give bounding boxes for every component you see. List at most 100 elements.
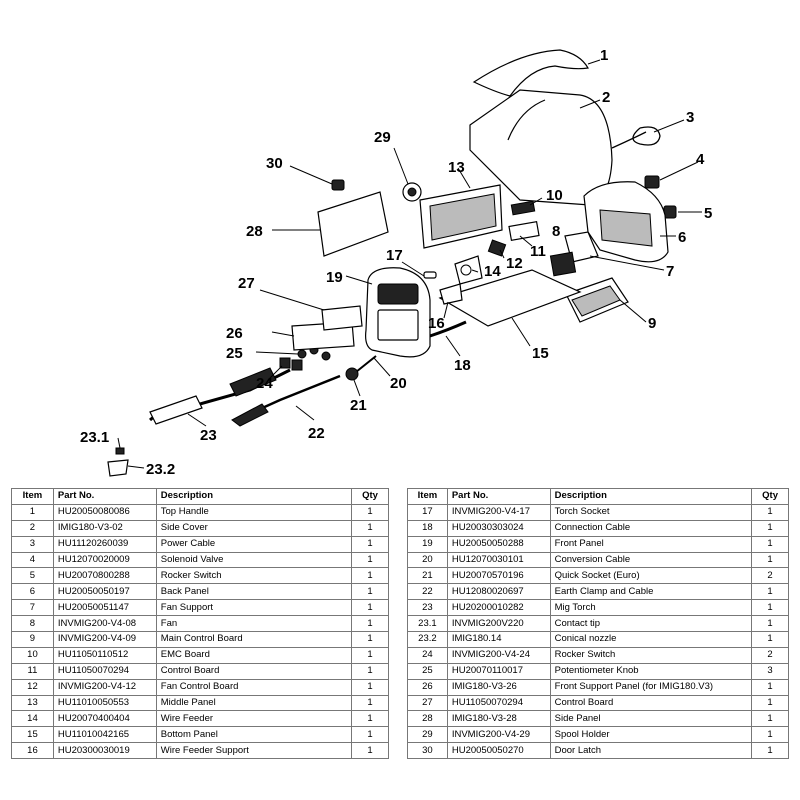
cell-item: 7 — [11, 599, 54, 617]
cell-item: 14 — [11, 710, 54, 728]
cell-description: Earth Clamp and Cable — [549, 583, 753, 601]
cell-qty: 1 — [351, 519, 389, 537]
cell-description: Control Board — [549, 694, 753, 712]
cell-part-no: HU20050080086 — [52, 503, 157, 521]
callout-11: 11 — [530, 243, 546, 260]
cell-description: Solenoid Valve — [155, 551, 353, 569]
cell-item: 16 — [11, 742, 54, 760]
callout-23-2: 23.2 — [146, 461, 175, 478]
cell-part-no: HU20070400404 — [52, 710, 157, 728]
header-description: Description — [549, 488, 753, 505]
cell-description: Torch Socket — [549, 503, 753, 521]
part-door-latch — [331, 179, 345, 191]
cell-part-no: HU12070020009 — [52, 551, 157, 569]
cell-description: Quick Socket (Euro) — [549, 567, 753, 585]
cell-part-no: INVMIG200-V4-12 — [52, 678, 157, 696]
callout-15: 15 — [532, 345, 549, 362]
cell-qty: 1 — [351, 551, 389, 569]
cell-description: Contact tip — [549, 615, 753, 633]
cell-part-no: HU20200010282 — [446, 599, 551, 617]
cell-description: Side Panel — [549, 710, 753, 728]
cell-description: Spool Holder — [549, 726, 753, 744]
cell-part-no: HU11050070294 — [446, 694, 551, 712]
cell-item: 6 — [11, 583, 54, 601]
cell-qty: 1 — [751, 551, 789, 569]
cell-item: 22 — [407, 583, 448, 601]
cell-part-no: HU20300030019 — [52, 742, 157, 760]
cell-description: Back Panel — [155, 583, 353, 601]
callout-13: 13 — [448, 159, 465, 176]
part-wire-feeder-support — [439, 283, 463, 305]
header-item: Item — [11, 488, 54, 505]
part-fan-control-board — [487, 239, 507, 257]
callout-22: 22 — [308, 425, 325, 442]
callout-3: 3 — [686, 109, 694, 126]
part-earth-clamp-cable — [239, 374, 341, 420]
cell-qty: 3 — [751, 662, 789, 680]
cell-item: 15 — [11, 726, 54, 744]
cell-part-no: HU20070570196 — [446, 567, 551, 585]
cell-item: 19 — [407, 535, 448, 553]
cell-part-no: HU11010050553 — [52, 694, 157, 712]
header-qty: Qty — [351, 488, 389, 505]
callout-26: 26 — [226, 325, 243, 342]
callout-6: 6 — [678, 229, 686, 246]
cell-item: 23.1 — [407, 615, 448, 633]
cell-qty: 1 — [351, 742, 389, 760]
header-part-no: Part No. — [446, 488, 551, 505]
cell-description: Rocker Switch — [549, 646, 753, 664]
cell-item: 24 — [407, 646, 448, 664]
header-part-no: Part No. — [52, 488, 157, 505]
table-header-row: Item Part No. Description Qty — [11, 488, 389, 505]
cell-description: Wire Feeder — [155, 710, 353, 728]
cell-description: Conversion Cable — [549, 551, 753, 569]
cell-description: Door Latch — [549, 742, 753, 760]
callout-labels: 1 2 3 4 5 6 7 8 9 10 11 12 13 14 15 16 1… — [80, 47, 712, 478]
cell-qty: 1 — [351, 535, 389, 553]
cell-item: 5 — [11, 567, 54, 585]
callout-14: 14 — [484, 263, 501, 280]
cell-qty: 1 — [751, 599, 789, 617]
cell-item: 9 — [11, 631, 54, 648]
part-bottom-panel — [438, 269, 582, 327]
cell-qty: 1 — [351, 694, 389, 712]
cell-part-no: INVMIG200-V4-08 — [52, 615, 157, 633]
cell-item: 21 — [407, 567, 448, 585]
cell-part-no: INVMIG200V220 — [446, 615, 551, 633]
cell-qty: 1 — [751, 535, 789, 553]
parts-table-left: Item Part No. Description Qty 1 HU2005008… — [11, 488, 389, 760]
part-power-cable — [611, 126, 661, 149]
callout-1: 1 — [600, 47, 608, 64]
part-conversion-cable — [355, 355, 377, 373]
cell-item: 12 — [11, 678, 54, 696]
callout-23: 23 — [200, 427, 217, 444]
callout-4: 4 — [696, 151, 705, 168]
callout-24: 24 — [256, 375, 273, 392]
cell-qty: 1 — [751, 519, 789, 537]
cell-part-no: HU11050110512 — [52, 646, 157, 664]
cell-part-no: IMIG180.14 — [446, 631, 551, 648]
cell-part-no: HU20030303024 — [446, 519, 551, 537]
cell-part-no: HU12080020697 — [446, 583, 551, 601]
cell-description: Top Handle — [155, 503, 353, 521]
part-fan — [549, 251, 577, 277]
cell-qty: 1 — [751, 694, 789, 712]
cell-qty: 1 — [351, 678, 389, 696]
